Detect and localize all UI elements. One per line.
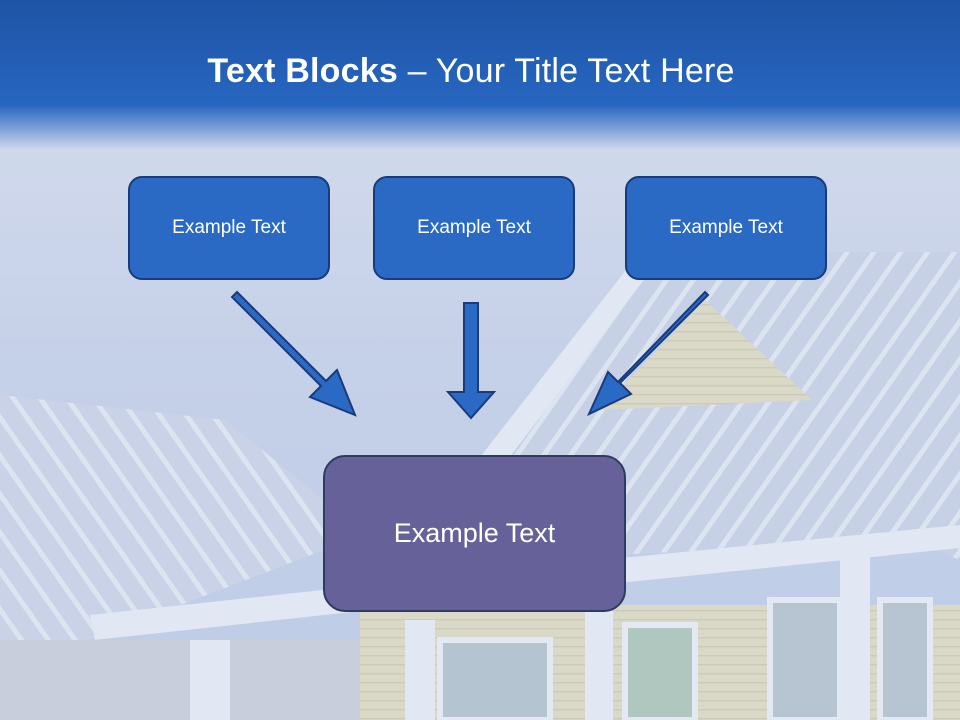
text-block-top-left[interactable]: Example Text <box>128 176 330 280</box>
title-dash: – <box>397 52 436 90</box>
title-bar <box>0 0 960 150</box>
slide-title: Text Blocks – Your Title Text Here <box>0 52 942 91</box>
text-block-top-center[interactable]: Example Text <box>373 176 575 280</box>
text-block-label: Example Text <box>669 217 783 238</box>
text-block-label: Example Text <box>417 217 531 238</box>
text-block-label: Example Text <box>172 217 286 238</box>
title-rest: Your Title Text Here <box>435 52 735 90</box>
arrow-left <box>230 290 357 417</box>
arrow-right <box>586 290 710 417</box>
title-bold: Text Blocks <box>207 52 398 90</box>
arrow-center <box>445 302 497 420</box>
text-block-top-right[interactable]: Example Text <box>625 176 827 280</box>
text-block-label: Example Text <box>393 518 556 548</box>
text-block-bottom[interactable]: Example Text <box>323 455 626 612</box>
